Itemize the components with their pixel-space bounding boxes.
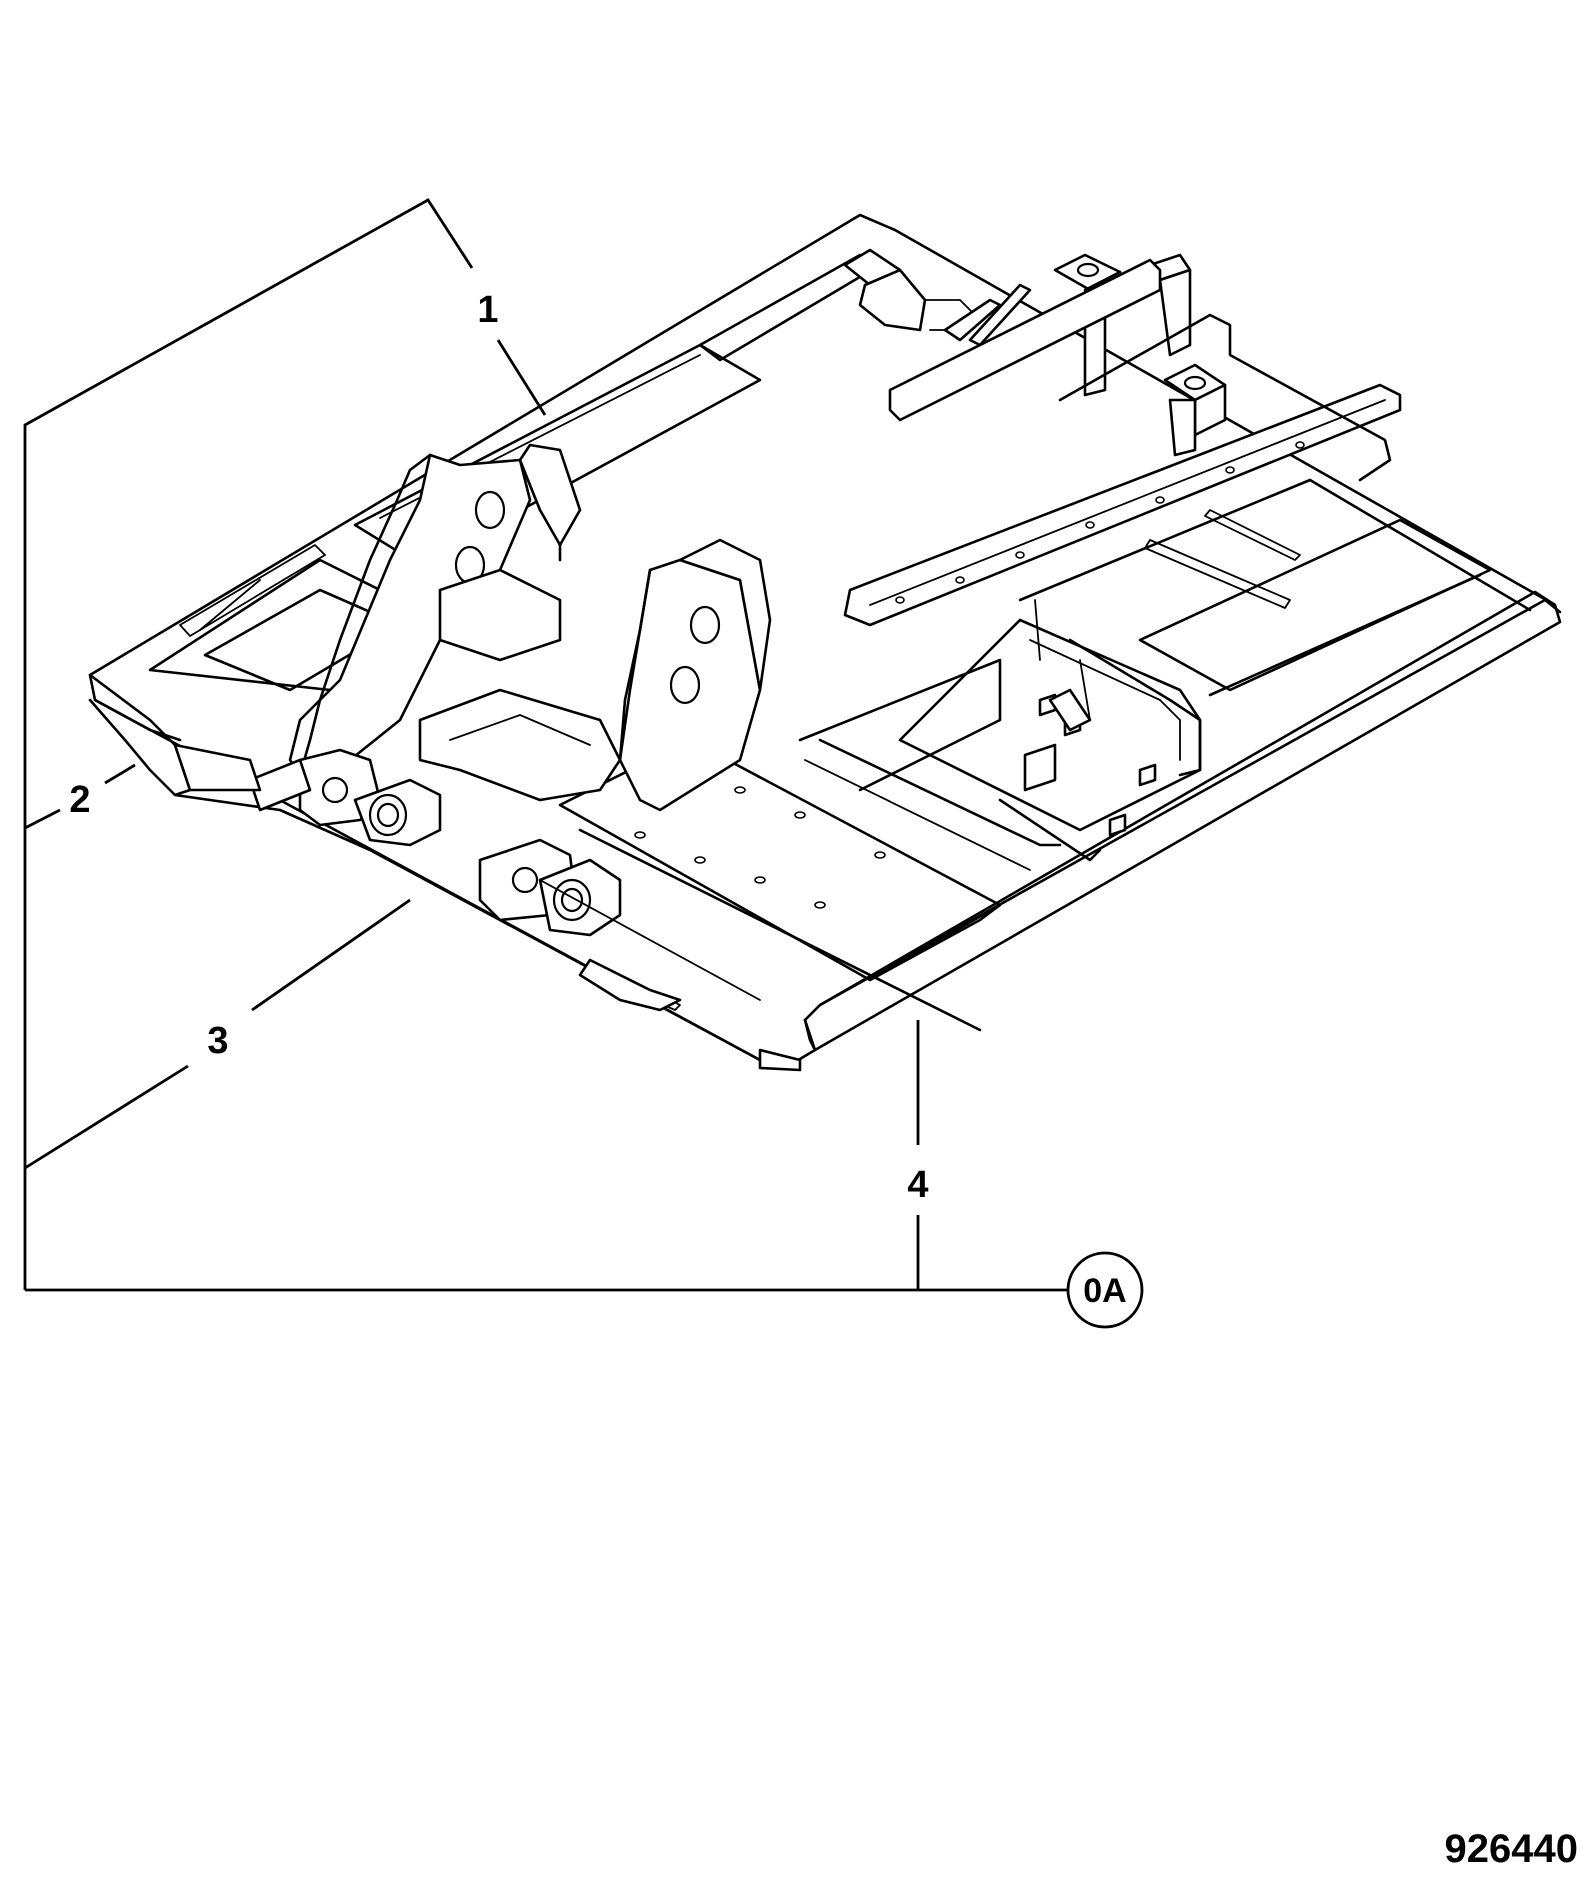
figure-number: 926440	[1445, 1827, 1578, 1871]
callout-2: 2	[69, 779, 90, 821]
callout-3: 3	[207, 1020, 228, 1062]
reference-bubble-circle	[1066, 1251, 1144, 1329]
callout-labels: 1 2 3 4	[69, 289, 928, 1206]
reference-bubble: 0A	[1066, 1251, 1144, 1329]
callout-1: 1	[477, 289, 498, 331]
leader-lines	[23, 198, 1068, 1292]
chassis-frame-drawing	[88, 213, 1562, 1072]
reference-bubble-label: 0A	[1083, 1272, 1126, 1310]
callout-4: 4	[907, 1164, 928, 1206]
